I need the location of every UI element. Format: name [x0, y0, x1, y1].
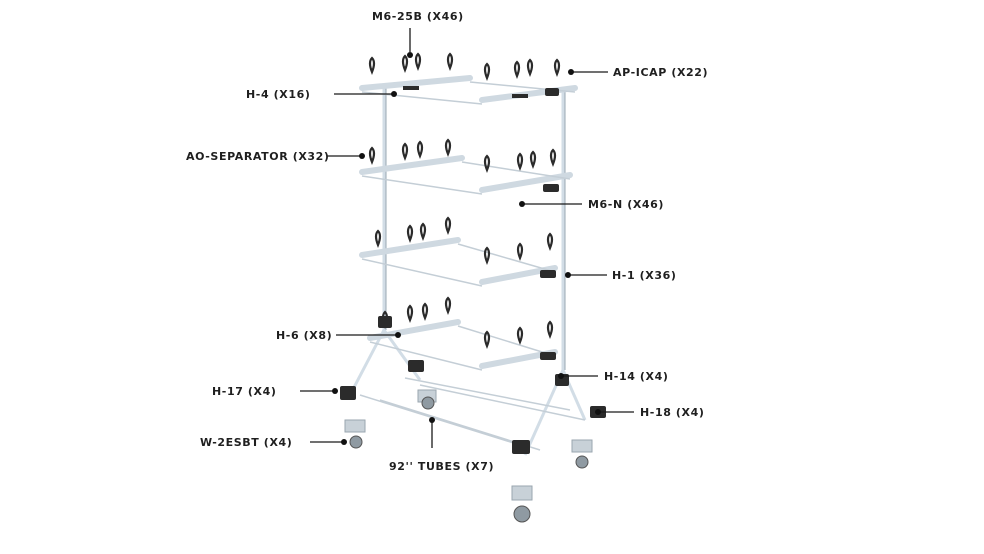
- callout-leaders: [300, 28, 634, 448]
- callout-ap-icap: AP-ICAP (X22): [613, 66, 709, 79]
- callout-h-4: H-4 (X16): [246, 88, 311, 101]
- hooks-level-3: [374, 216, 556, 278]
- callout-h-6: H-6 (X8): [276, 329, 333, 342]
- shelf-level-3: [359, 237, 558, 287]
- casters: [344, 389, 593, 523]
- callout-m6-25b: M6-25B (X46): [372, 10, 464, 23]
- hooks-level-4: [381, 296, 556, 360]
- callout-w-2esbt: W-2ESBT (X4): [200, 436, 293, 449]
- callout-h-14: H-14 (X4): [604, 370, 669, 383]
- shelf-level-2: [359, 155, 573, 195]
- callout-m6-n: M6-N (X46): [588, 198, 665, 211]
- callout-h-17: H-17 (X4): [212, 385, 277, 398]
- shelf-level-4: [367, 319, 558, 371]
- callout-h-18: H-18 (X4): [640, 406, 705, 419]
- shelf-level-1: [359, 75, 578, 105]
- callout-92-tubes: 92'' TUBES (X7): [389, 460, 495, 473]
- base-tubes: [359, 377, 586, 451]
- hooks-level-2: [368, 138, 559, 192]
- callout-h-1: H-1 (X36): [612, 269, 677, 282]
- callout-ao-separator: AO-SEPARATOR (X32): [186, 150, 330, 163]
- hooks-level-1: [368, 52, 561, 98]
